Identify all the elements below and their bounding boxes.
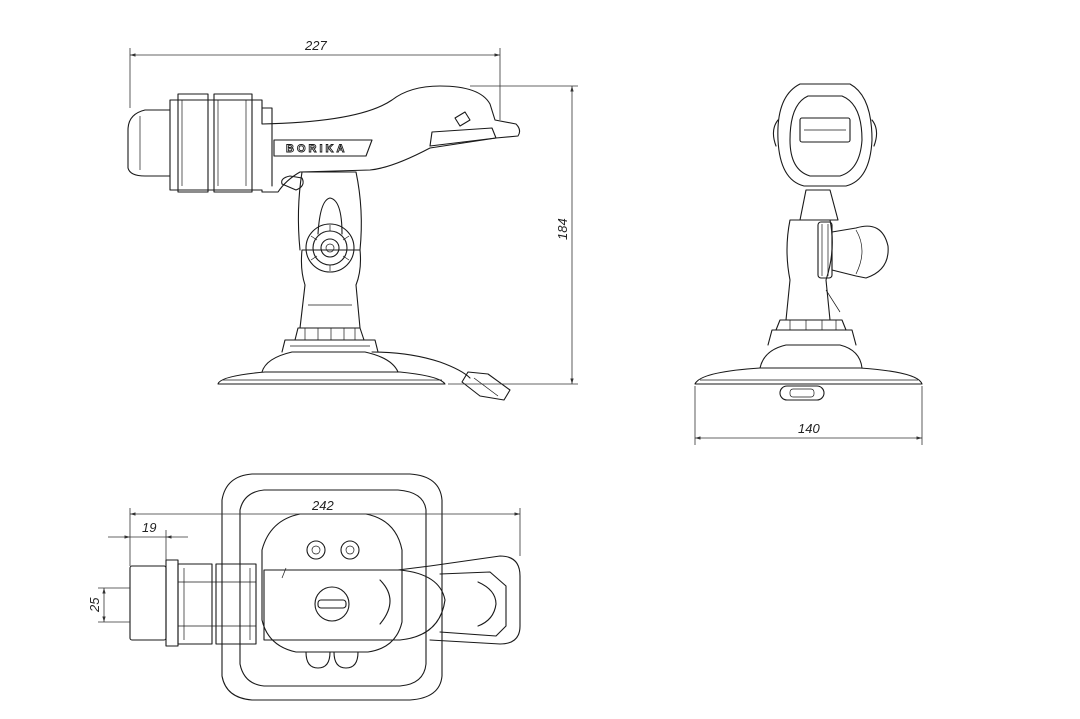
dimension-label-242: 242 (311, 498, 334, 513)
top-view (129, 473, 521, 701)
dimension-242: 242 (129, 498, 521, 566)
dimension-140: 140 (694, 386, 923, 445)
dimension-184: 184 (448, 85, 578, 385)
dimension-label-227: 227 (304, 38, 327, 53)
front-view (694, 83, 923, 401)
dimension-label-19: 19 (142, 520, 156, 535)
dimension-label-140: 140 (798, 421, 820, 436)
dimension-227: 227 (129, 38, 501, 120)
dimension-label-25: 25 (87, 597, 102, 613)
side-view: BORIKA (127, 85, 521, 401)
dimension-25: 25 (87, 587, 130, 623)
dimension-19: 19 (108, 520, 188, 560)
brand-logo: BORIKA (286, 143, 347, 155)
dimension-label-184: 184 (555, 218, 570, 240)
